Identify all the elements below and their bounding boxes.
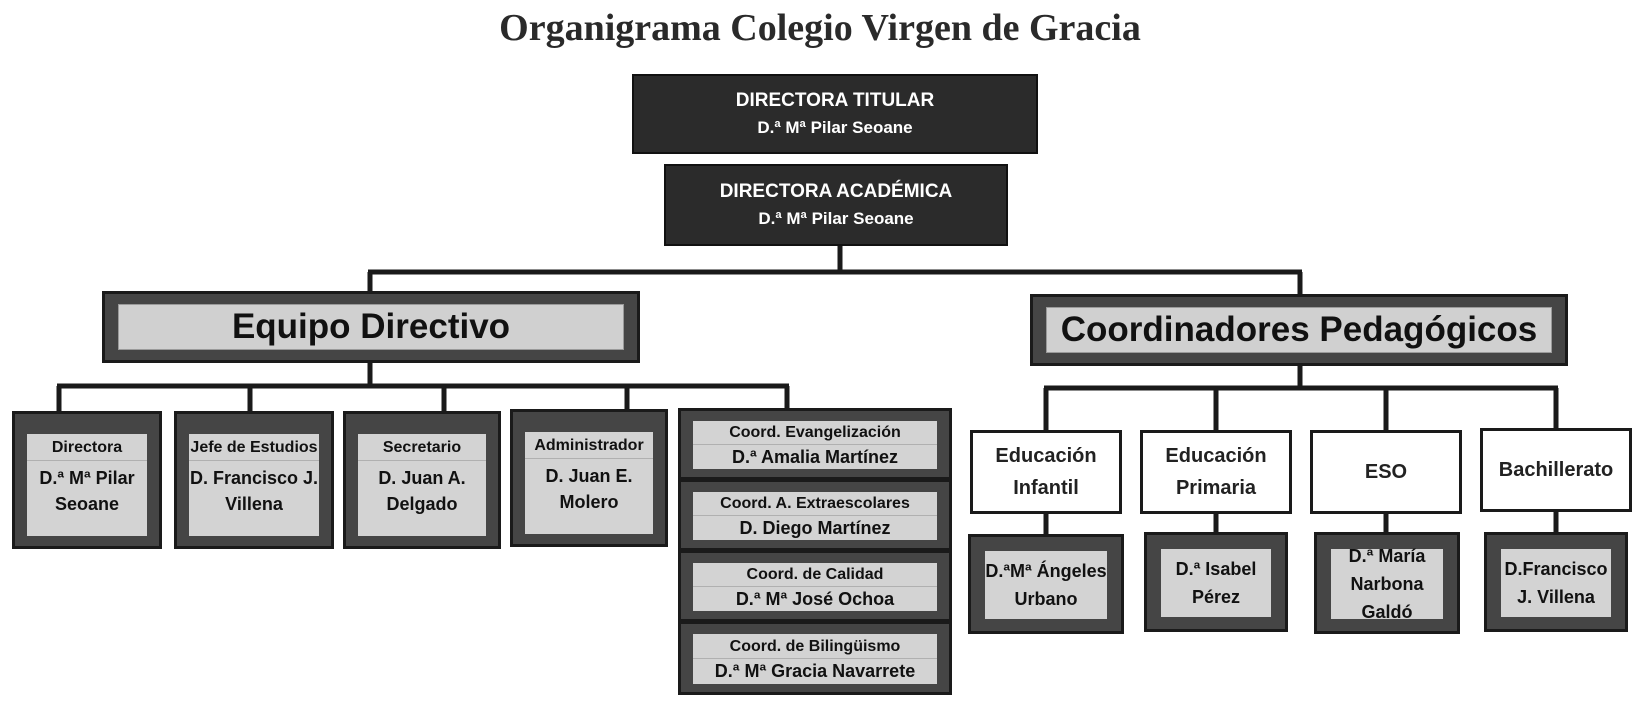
- coord-card-bilinguismo: Coord. de Bilingüismo D.ª Mª Gracia Nava…: [678, 621, 952, 695]
- stage-label: Educación Primaria: [1165, 445, 1267, 499]
- directora-academica-name: D.ª Mª Pilar Seoane: [758, 209, 914, 228]
- coord-name: D. Diego Martínez: [739, 517, 891, 538]
- person-card-infantil: D.ªMª Ángeles Urbano: [968, 534, 1124, 634]
- member-name: D. Juan A. Delgado: [378, 468, 466, 514]
- person-card-bachillerato: D.Francisco J. Villena: [1484, 532, 1628, 632]
- stage-label: Bachillerato: [1498, 459, 1614, 481]
- member-card-secretario: Secretario D. Juan A. Delgado: [343, 411, 501, 549]
- coord-role: Coord. de Calidad: [693, 564, 937, 587]
- stage-box-primaria: Educación Primaria: [1140, 430, 1292, 514]
- stage-label: ESO: [1364, 461, 1408, 483]
- directora-titular-box: DIRECTORA TITULAR D.ª Mª Pilar Seoane: [632, 74, 1038, 154]
- stage-box-infantil: Educación Infantil: [970, 430, 1122, 514]
- coord-name: D.ª Mª José Ochoa: [735, 588, 895, 609]
- coord-card-calidad: Coord. de Calidad D.ª Mª José Ochoa: [678, 550, 952, 622]
- member-role: Directora: [27, 434, 147, 461]
- stage-box-bachillerato: Bachillerato: [1480, 428, 1632, 512]
- person-card-eso: D.ª María Narbona Galdó: [1314, 532, 1460, 634]
- member-card-jefe-estudios: Jefe de Estudios D. Francisco J. Villena: [174, 411, 334, 549]
- coord-role: Coord. Evangelización: [693, 422, 937, 445]
- member-card-directora: Directora D.ª Mª Pilar Seoane: [12, 411, 162, 549]
- member-role: Jefe de Estudios: [189, 434, 319, 461]
- coordinadores-pedagogicos-label: Coordinadores Pedagógicos: [1046, 307, 1552, 353]
- person-name: D.ª María Narbona Galdó: [1348, 546, 1426, 622]
- member-name: D. Juan E. Molero: [545, 466, 633, 512]
- directora-academica-role: DIRECTORA ACADÉMICA: [719, 181, 953, 202]
- person-card-primaria: D.ª Isabel Pérez: [1144, 532, 1288, 632]
- member-card-administrador: Administrador D. Juan E. Molero: [510, 409, 668, 547]
- person-name: D.Francisco J. Villena: [1504, 559, 1608, 607]
- coord-role: Coord. de Bilingüismo: [693, 636, 937, 659]
- coord-name: D.ª Mª Gracia Navarrete: [714, 660, 916, 681]
- equipo-directivo-box: Equipo Directivo: [102, 291, 640, 363]
- directora-titular-name: D.ª Mª Pilar Seoane: [757, 118, 913, 137]
- coord-card-extraescolares: Coord. A. Extraescolares D. Diego Martín…: [678, 479, 952, 551]
- directora-academica-box: DIRECTORA ACADÉMICA D.ª Mª Pilar Seoane: [664, 164, 1008, 246]
- equipo-directivo-label: Equipo Directivo: [118, 304, 624, 350]
- chart-title: Organigrama Colegio Virgen de Gracia: [499, 7, 1141, 49]
- coord-card-evangelizacion: Coord. Evangelización D.ª Amalia Martíne…: [678, 408, 952, 480]
- stage-box-eso: ESO: [1310, 430, 1462, 514]
- member-role: Secretario: [358, 434, 486, 461]
- coord-name: D.ª Amalia Martínez: [731, 446, 899, 467]
- coordinadores-pedagogicos-box: Coordinadores Pedagógicos: [1030, 294, 1568, 366]
- member-name: D. Francisco J. Villena: [189, 468, 319, 514]
- person-name: D.ª Isabel Pérez: [1175, 559, 1257, 607]
- member-role: Administrador: [525, 432, 653, 459]
- coord-role: Coord. A. Extraescolares: [693, 493, 937, 516]
- directora-titular-role: DIRECTORA TITULAR: [735, 90, 935, 111]
- person-name: D.ªMª Ángeles Urbano: [985, 561, 1107, 609]
- member-name: D.ª Mª Pilar Seoane: [39, 468, 135, 514]
- stage-label: Educación Infantil: [995, 445, 1097, 499]
